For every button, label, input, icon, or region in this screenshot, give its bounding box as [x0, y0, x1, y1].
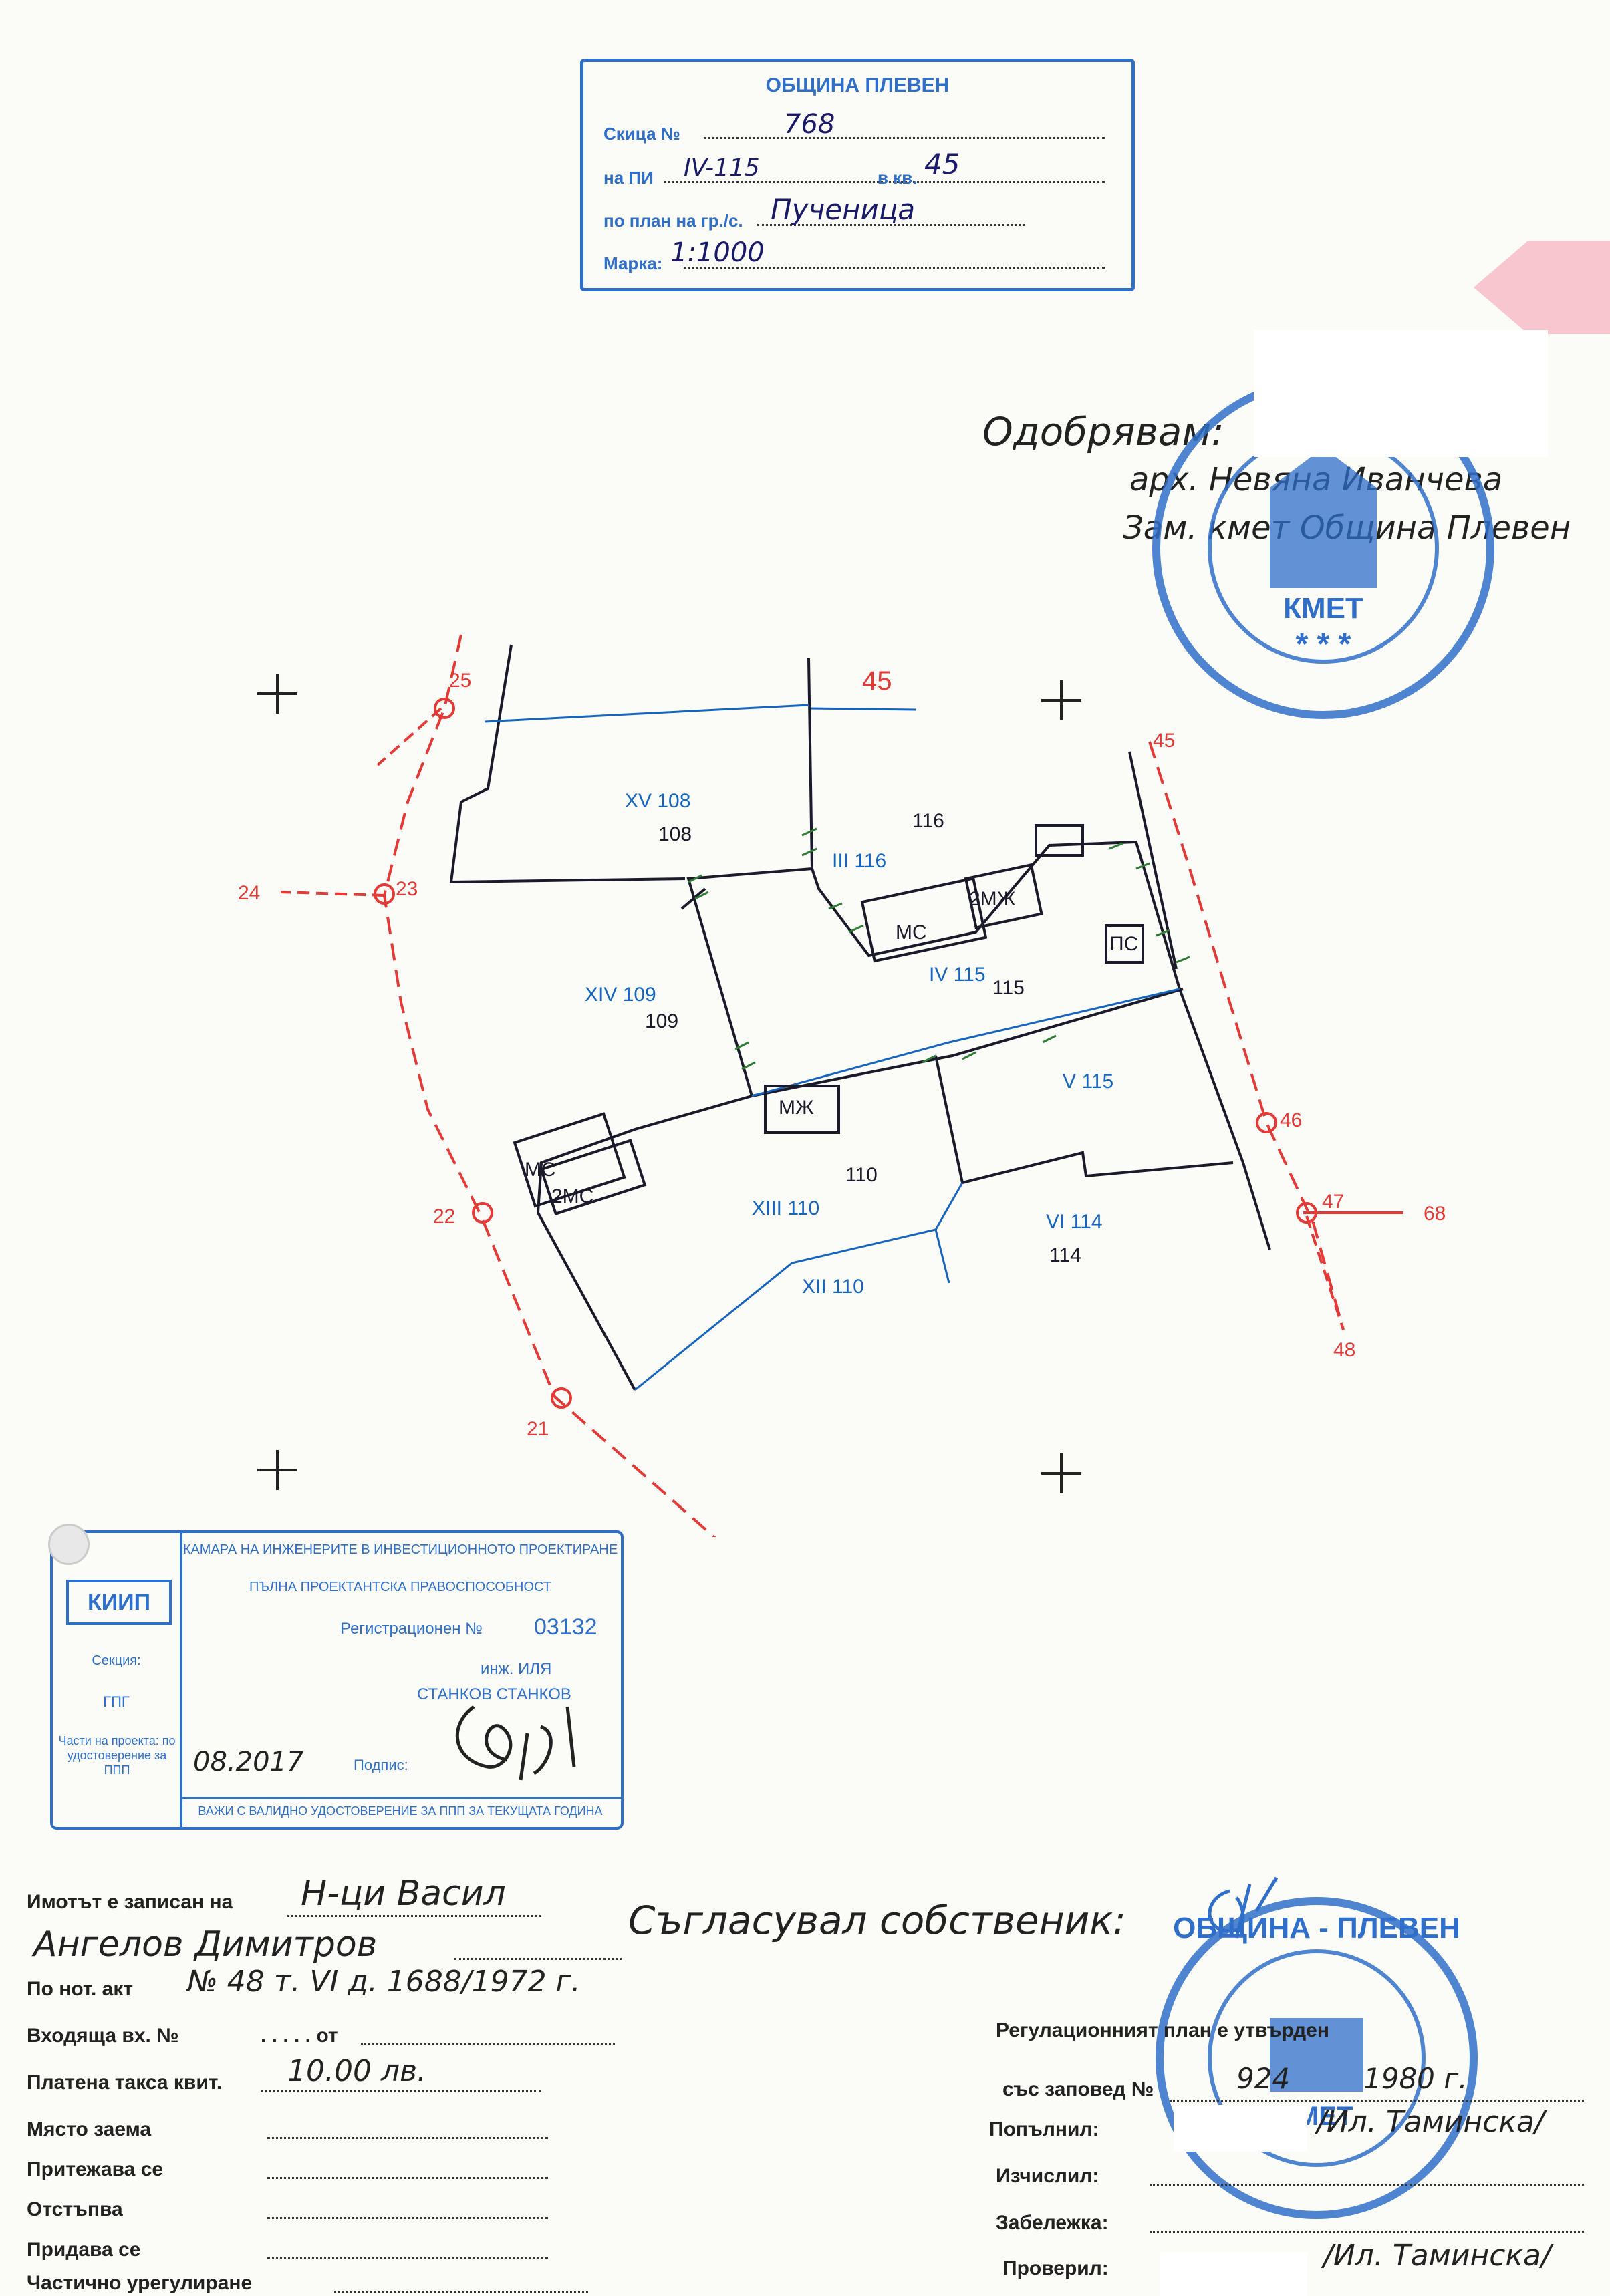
engineer-signature	[455, 1705, 576, 1781]
row-ceded: Отстъпва	[27, 2198, 123, 2220]
kv-value: 45	[924, 148, 960, 180]
parcel-116-num: 116	[912, 810, 944, 832]
point-21: 21	[527, 1418, 549, 1440]
reg-label: Регистрационен №	[340, 1620, 483, 1638]
point-25: 25	[449, 670, 471, 692]
note-label: Забележка:	[996, 2212, 1109, 2234]
order-label: със заповед №	[1002, 2078, 1154, 2100]
engineer-stamp: КИИП Секция: ГПГ Части на проекта: по уд…	[50, 1530, 624, 1830]
kv-label: в кв.	[878, 168, 918, 188]
point-46: 46	[1280, 1109, 1302, 1131]
fee-value: 10.00 лв.	[287, 2054, 426, 2088]
point-23: 23	[396, 878, 418, 900]
regulation-heading: Регулационният план е утвърден	[996, 2019, 1329, 2041]
recorded-label: Имотът е записан на	[27, 1891, 233, 1913]
parcel-114-num: 114	[1049, 1244, 1081, 1266]
punch-hole	[48, 1524, 90, 1565]
signature-label: Подпис:	[354, 1757, 408, 1773]
building-ms-2: МС	[525, 1159, 556, 1181]
stamp-date: 08.2017	[193, 1747, 304, 1777]
row-added: Придава се	[27, 2239, 141, 2261]
engineer-name-1: инж. ИЛЯ	[481, 1660, 552, 1678]
row-partial: Частично урегулиране	[27, 2272, 253, 2294]
registration-crosses	[257, 674, 1081, 1493]
redaction-top	[1254, 330, 1548, 457]
stamp-title: ОБЩИНА ПЛЕВЕН	[765, 74, 950, 96]
sketch-label: Скица №	[603, 124, 680, 144]
parcel-108-num: 108	[658, 823, 692, 845]
calc-label: Изчислил:	[996, 2165, 1099, 2187]
round-stamp-top: КМЕТ * * *	[1152, 377, 1494, 719]
row-owned: Притежава се	[27, 2158, 164, 2180]
parcel-109-num: 109	[645, 1010, 678, 1032]
block-number: 45	[862, 666, 892, 696]
redaction-drawn	[1174, 2105, 1307, 2152]
approval-heading: Одобрявам:	[982, 409, 1224, 454]
stamp-stars: * * *	[1296, 627, 1351, 662]
fee-label: Платена такса квит.	[27, 2071, 223, 2094]
scale-label: Марка:	[603, 253, 663, 273]
drawn-value: /Ил. Таминска/	[1317, 2105, 1545, 2139]
entry-dots: . . . . . от	[261, 2025, 338, 2047]
engineer-name-2: СТАНКОВ СТАНКОВ	[417, 1685, 571, 1703]
bottom-stamp-ring: ОБЩИНА - ПЛЕВЕН	[1173, 1912, 1460, 1945]
deed-value: № 48 т. VI д. 1688/1972 г.	[187, 1965, 581, 1999]
drawn-label: Попълнил:	[989, 2118, 1099, 2140]
parts-label: Части на проекта: по удостоверение за ПП…	[58, 1734, 176, 1777]
plan-value: Пученица	[771, 193, 916, 226]
point-48: 48	[1333, 1339, 1355, 1361]
recorded-value-2: Ангелов Димитров	[33, 1924, 378, 1965]
section-label: Секция:	[92, 1653, 141, 1668]
recorded-value: Н-ци Васил	[301, 1874, 506, 1914]
pi-label: на ПИ	[603, 168, 654, 188]
validity-note: ВАЖИ С ВАЛИДНО УДОСТОВЕРЕНИЕ ЗА ППП ЗА Т…	[180, 1797, 621, 1818]
pi-value: IV-115	[684, 154, 760, 182]
parcel-110-num: 110	[845, 1164, 878, 1186]
plan-label: по план на гр./с.	[603, 210, 743, 231]
chamber-name: КАМАРА НА ИНЖЕНЕРИТЕ В ИНВЕСТИЦИОННОТО П…	[182, 1542, 618, 1557]
parcel-iv-115: IV 115	[929, 964, 986, 986]
entry-label: Входяща вх. №	[27, 2025, 179, 2047]
point-68: 68	[1424, 1203, 1446, 1225]
parcel-v-115: V 115	[1063, 1070, 1113, 1093]
parcel-xiv-109: XIV 109	[585, 984, 656, 1006]
order-number: 924	[1236, 2062, 1291, 2095]
point-22: 22	[433, 1205, 455, 1228]
parcel-xiii-110: XIII 110	[752, 1197, 819, 1219]
point-20: 20	[720, 1536, 743, 1537]
building-ps: ПС	[1109, 933, 1138, 955]
redaction-checked	[1160, 2252, 1307, 2296]
round-stamp-bottom: КМЕТ ОБЩИНА - ПЛЕВЕН	[1156, 1897, 1478, 2219]
scale-value: 1:1000	[670, 237, 765, 268]
cadastral-map: 25 24 23 22 21 20 45 46 47 68 48 45	[238, 634, 1446, 1537]
capacity: ПЪЛНА ПРОЕКТАНТСКА ПРАВОСПОСОБНОСТ	[249, 1580, 552, 1594]
checked-value: /Ил. Таминска/	[1323, 2239, 1551, 2273]
reg-number: 03132	[534, 1614, 597, 1640]
building-ms-1: МС	[896, 921, 927, 944]
order-year: 1980 г.	[1363, 2062, 1468, 2095]
stamp-left-column: КИИП Секция: ГПГ Части на проекта: по уд…	[53, 1533, 182, 1827]
parcel-iii-116: III 116	[832, 850, 886, 872]
municipality-stamp: ОБЩИНА ПЛЕВЕН Скица № 768 на ПИ IV-115 в…	[580, 59, 1135, 291]
point-47: 47	[1322, 1191, 1344, 1213]
building-2mzh: 2МЖ	[969, 888, 1016, 910]
building-mzh: МЖ	[779, 1097, 814, 1119]
building-2ms: 2МС	[551, 1185, 593, 1207]
stamp-center-text: КМЕТ	[1283, 592, 1363, 625]
deed-label: По нот. акт	[27, 1978, 134, 2000]
row-occupies: Място заема	[27, 2118, 152, 2140]
checked-label: Проверил:	[1002, 2257, 1109, 2279]
parcel-xii-110: XII 110	[802, 1276, 864, 1298]
parcel-xv-108: XV 108	[625, 790, 690, 812]
point-45: 45	[1153, 730, 1175, 752]
sketch-number: 768	[784, 109, 835, 140]
parcel-vi-114: VI 114	[1046, 1211, 1103, 1233]
parcel-115-num: 115	[992, 977, 1025, 999]
agreed-owner-label: Съгласувал собственик:	[628, 1898, 1126, 1943]
section-value: ГПГ	[103, 1693, 130, 1710]
kiip-logo: КИИП	[66, 1580, 172, 1625]
point-24: 24	[238, 882, 260, 904]
